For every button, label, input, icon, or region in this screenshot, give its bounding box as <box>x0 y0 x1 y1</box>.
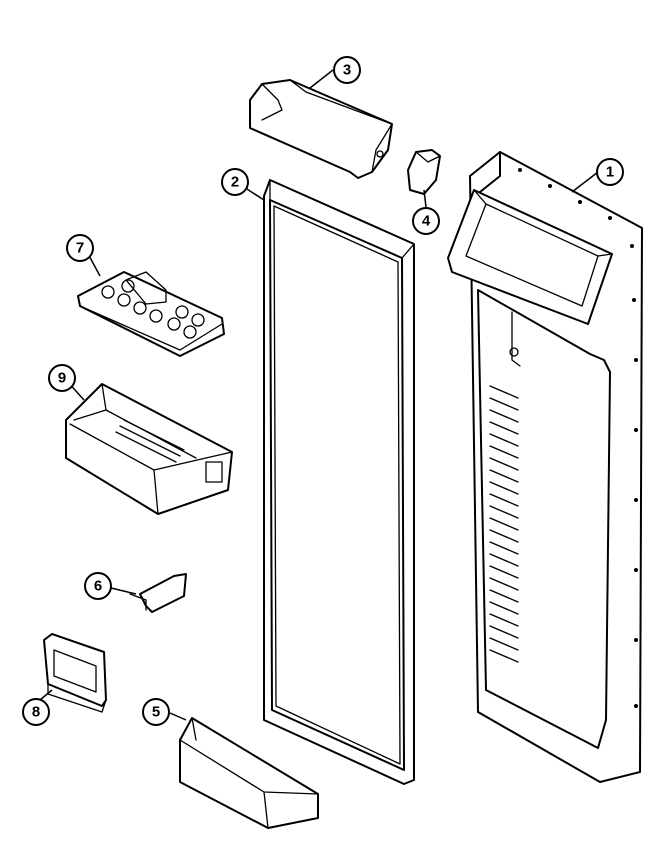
callout-2-label: 2 <box>231 174 239 191</box>
part-6-bracket <box>129 573 187 613</box>
callout-8-label: 8 <box>32 704 40 721</box>
callout-4-label: 4 <box>422 213 431 230</box>
callout-7: 7 <box>66 234 94 262</box>
part-5-shelf <box>179 717 319 829</box>
callout-1: 1 <box>596 158 624 186</box>
callout-9-label: 9 <box>58 370 66 387</box>
callout-8: 8 <box>22 698 50 726</box>
callout-7-label: 7 <box>76 240 84 257</box>
callout-5: 5 <box>142 698 170 726</box>
part-2-gasket <box>263 179 415 785</box>
callout-5-label: 5 <box>152 704 160 721</box>
callout-3: 3 <box>333 56 361 84</box>
callout-6-label: 6 <box>94 578 102 595</box>
callout-6: 6 <box>84 572 112 600</box>
callout-2: 2 <box>221 168 249 196</box>
part-7-egg-tray <box>77 271 225 357</box>
part-1-door-liner <box>447 151 643 783</box>
part-8-module <box>43 633 107 713</box>
part-4-cap <box>407 149 441 195</box>
callout-3-label: 3 <box>343 62 351 79</box>
callout-1-label: 1 <box>606 164 614 181</box>
part-9-bin <box>65 383 233 515</box>
callout-4: 4 <box>412 207 440 235</box>
part-3-cover <box>249 79 393 179</box>
callout-9: 9 <box>48 364 76 392</box>
